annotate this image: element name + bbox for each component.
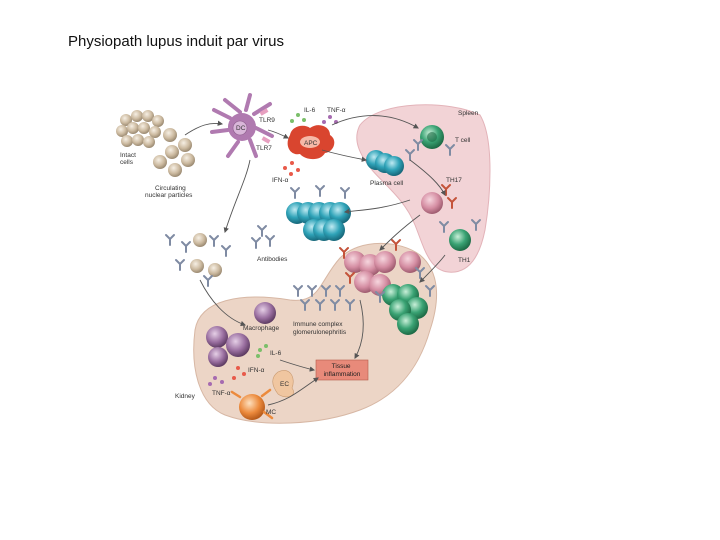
antibodies-label: Antibodies [257,256,288,263]
mc-label: MC [266,409,276,416]
tnfa-top-label: TNF-α [327,107,346,114]
macrophage-label: Macrophage [243,325,280,332]
cytokine-dots-kidney [208,344,268,386]
th17-cell [421,184,457,214]
t-cell-label: T cell [455,137,471,144]
tlr9-label: TLR9 [259,117,275,124]
ec-label: EC [280,381,289,388]
tlr7-label: TLR7 [256,145,272,152]
flow-arrows [184,115,446,406]
green-cells-kidney [375,267,435,335]
antibodies-floating [251,225,275,249]
tlr-receptors [259,108,271,144]
plasma-antibodies [290,185,350,199]
plasma-cell-cluster [286,202,351,241]
t-cell [420,125,444,149]
dendritic-cell [210,93,274,158]
kidney-label: Kidney [175,393,196,400]
mc-cell [230,388,274,420]
th1-cell [449,229,471,251]
plasma-cell-group-spleen [366,150,404,176]
immune-complex-label: Immune complex glomerulonephritis [293,321,347,336]
slide-title: Physiopath lupus induit par virus [68,33,284,50]
pink-cells-kidney [339,239,421,296]
apc-label: APC [304,140,318,147]
macrophage-cells [206,302,276,367]
ifna-kidney-label: IFN-α [248,367,265,374]
circulating-particles-label: Circulating nuclear particles [145,185,193,199]
tissue-inflammation-box [315,359,369,381]
th17-label: TH17 [446,177,462,184]
dc-label: DC [236,125,246,132]
spleen-label: Spleen [458,110,479,117]
immune-complex-left [165,233,231,287]
th1-label: TH1 [458,257,471,264]
ifna-top-label: IFN-α [272,177,289,184]
plasma-cell-label: Plasma cell [370,180,404,187]
il6-top-label: IL-6 [304,107,316,114]
tissue-inflammation-label: Tissue inflammation [324,363,361,378]
il6-kidney-label: IL-6 [270,350,282,357]
intact-cells-label: Intact cells [120,152,138,166]
intact-cells-cluster [116,110,164,148]
nuclear-particles-top [153,128,195,177]
tnfa-kidney-label: TNF-α [212,390,231,397]
